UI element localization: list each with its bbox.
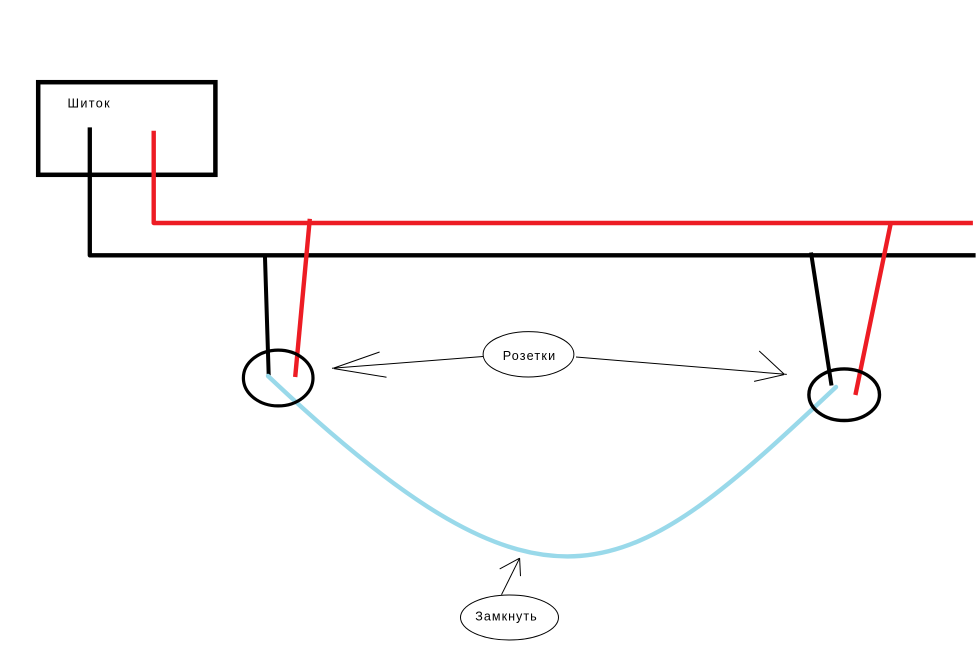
- svg-text:Шиток: Шиток: [68, 97, 111, 111]
- svg-text:Замкнуть: Замкнуть: [475, 609, 537, 623]
- svg-text:Розетки: Розетки: [503, 349, 557, 363]
